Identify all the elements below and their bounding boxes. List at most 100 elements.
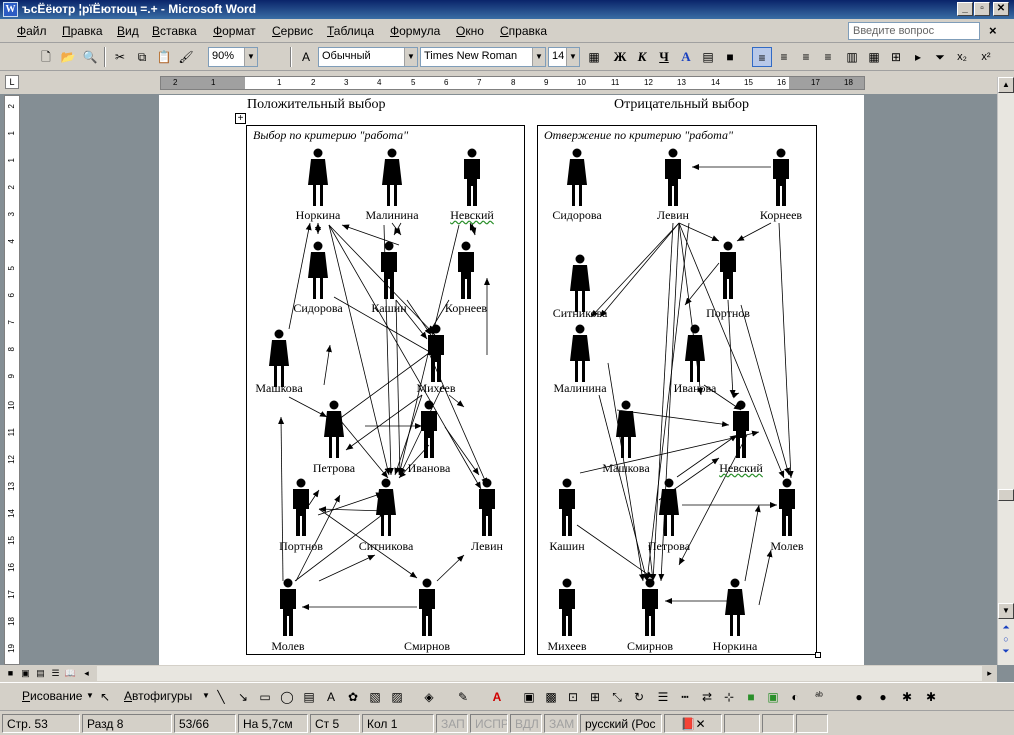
spelling-status-icon[interactable]: 📕✕ (664, 714, 722, 733)
vertical-ruler[interactable]: 211234567891011121314151617181920 (4, 95, 20, 680)
bold-button[interactable]: Ж (613, 49, 627, 64)
clipart-icon[interactable]: ▧ (369, 690, 381, 704)
text-wrap-icon[interactable]: ◐ (791, 690, 799, 704)
wordart-icon[interactable]: A (326, 690, 335, 704)
diagram-icon[interactable]: ✿ (347, 690, 359, 704)
subscript-icon[interactable]: x₂ (957, 51, 967, 63)
italic-button[interactable]: К (637, 49, 647, 64)
shadow-icon[interactable]: ■ (747, 690, 755, 704)
document-close-icon[interactable]: × (989, 23, 997, 38)
minimize-button[interactable]: _ (957, 2, 973, 16)
format-painter-icon[interactable]: 🖌 (178, 50, 194, 64)
align-objects-icon[interactable]: ⊹ (723, 690, 735, 704)
picture-icon[interactable]: ▨ (391, 690, 403, 704)
rectangle-icon[interactable]: ▭ (259, 690, 271, 704)
scroll-thumb[interactable] (998, 489, 1014, 501)
scroll-right-icon[interactable]: ▸ (987, 668, 992, 678)
font-combo[interactable]: Times New Roman▼ (420, 47, 546, 67)
document-page[interactable]: Положительный выбор Отрицательный выбор … (159, 95, 864, 665)
line-style-icon[interactable]: ▣ (523, 690, 535, 704)
restore-button[interactable]: ▫ (974, 2, 990, 16)
status-extend[interactable]: ВДЛ (510, 714, 542, 733)
arrow-style-icon[interactable]: ⇄ (701, 690, 713, 704)
menu-format[interactable]: Формат (213, 24, 256, 38)
menu-insert[interactable]: Вставка (152, 24, 197, 38)
rotate-icon[interactable]: ↻ (633, 690, 645, 704)
table-icon[interactable]: ▦ (868, 50, 880, 64)
outline-view-icon[interactable]: ☰ (51, 668, 60, 678)
insert-table-icon[interactable]: ⊞ (890, 50, 902, 64)
new-document-icon[interactable]: 🗋 (41, 50, 51, 64)
dash-style-icon[interactable]: ▩ (545, 690, 557, 704)
outline-icon[interactable]: ▸ (914, 50, 922, 64)
spelling-icon[interactable]: ᵃᵇ (815, 691, 823, 702)
browse-object-icon[interactable]: ⏶○⏷ (1002, 622, 1010, 656)
draw-tool-icon[interactable]: ● (855, 690, 863, 704)
fill-color-icon[interactable]: ◈ (424, 690, 434, 704)
status-track-changes[interactable]: ИСПР (470, 714, 508, 733)
line-color-icon[interactable]: ✎ (457, 690, 469, 704)
web-view-icon[interactable]: ▣ (21, 668, 30, 678)
vertical-scrollbar[interactable]: ▲ ▼ ⏶○⏷ (997, 77, 1014, 665)
draw-tool-2-icon[interactable]: ● (879, 690, 887, 704)
connector-icon[interactable]: ⤡ (612, 690, 622, 704)
justify-icon[interactable]: ≡ (824, 50, 832, 64)
underline-button[interactable]: Ч (659, 49, 669, 64)
menu-edit[interactable]: Правка (62, 24, 103, 38)
draw-tool-3-icon[interactable]: ✱ (901, 690, 913, 704)
align-left-icon[interactable]: ≡ (752, 47, 772, 67)
group-icon[interactable]: ⊡ (567, 690, 579, 704)
ungroup-icon[interactable]: ⊞ (589, 690, 601, 704)
print-layout-icon[interactable]: ▤ (36, 668, 45, 678)
menu-view[interactable]: Вид (117, 24, 139, 38)
arrow-icon[interactable]: ↘ (237, 690, 249, 704)
close-button[interactable]: ✕ (993, 2, 1009, 16)
scroll-down-icon[interactable]: ▼ (998, 603, 1014, 619)
styles-pane-icon[interactable]: A (301, 50, 310, 64)
menu-tools[interactable]: Сервис (272, 24, 314, 38)
status-overtype[interactable]: ЗАМ (544, 714, 578, 733)
scroll-up-icon[interactable]: ▲ (998, 77, 1014, 93)
columns-icon[interactable]: ▥ (846, 50, 858, 64)
oval-icon[interactable]: ◯ (280, 690, 294, 704)
menu-window[interactable]: Окно (456, 24, 484, 38)
menu-help[interactable]: Справка (500, 24, 548, 38)
open-folder-icon[interactable]: 📂 (60, 50, 76, 64)
reading-view-icon[interactable]: 📖 (64, 668, 77, 678)
scroll-left-icon[interactable]: ◂ (84, 668, 89, 678)
superscript-icon[interactable]: x² (981, 51, 991, 63)
3d-icon[interactable]: ▣ (767, 690, 779, 704)
paste-icon[interactable]: 📋 (156, 50, 172, 64)
word-app-icon[interactable]: W (3, 2, 18, 17)
print-preview-icon[interactable]: 🔍 (82, 50, 98, 64)
table-move-handle-icon[interactable]: + (235, 113, 246, 124)
line-weight-icon[interactable]: ☰ (657, 690, 669, 704)
horizontal-scrollbar[interactable] (97, 666, 982, 681)
menu-table[interactable]: Таблица (327, 24, 375, 38)
highlight-icon[interactable]: ▤ (702, 50, 714, 64)
select-objects-icon[interactable]: ↖ (99, 690, 111, 704)
zoom-combo[interactable]: 90%▼ (208, 47, 258, 67)
font-color-button[interactable]: A (681, 49, 691, 64)
font-color-icon[interactable]: A (492, 690, 502, 704)
tab-selector-icon[interactable]: L (5, 75, 19, 89)
status-record[interactable]: ЗАП (436, 714, 468, 733)
align-right-icon[interactable]: ≡ (802, 50, 810, 64)
autoshapes-menu-button[interactable]: Автофигуры (124, 689, 193, 703)
drawing-menu-button[interactable]: Рисование (22, 689, 83, 703)
dash-icon[interactable]: ┅ (681, 690, 689, 704)
draw-tool-4-icon[interactable]: ✱ (925, 690, 937, 704)
textbox-icon[interactable]: ▤ (303, 690, 315, 704)
table-resize-handle[interactable] (815, 652, 821, 658)
cut-icon[interactable]: ✂ (114, 50, 126, 64)
style-combo[interactable]: Обычный▼ (318, 47, 418, 67)
border-icon[interactable]: ■ (726, 50, 734, 64)
copy-icon[interactable]: ⧉ (137, 50, 147, 64)
font-size-combo[interactable]: 14▼ (548, 47, 580, 67)
align-center-icon[interactable]: ≡ (780, 50, 788, 64)
menu-formula[interactable]: Формула (390, 24, 441, 38)
ask-question-input[interactable]: Введите вопрос (848, 22, 980, 40)
grow-font-icon[interactable]: ▦ (588, 50, 600, 64)
menu-file[interactable]: Файл (17, 24, 47, 38)
